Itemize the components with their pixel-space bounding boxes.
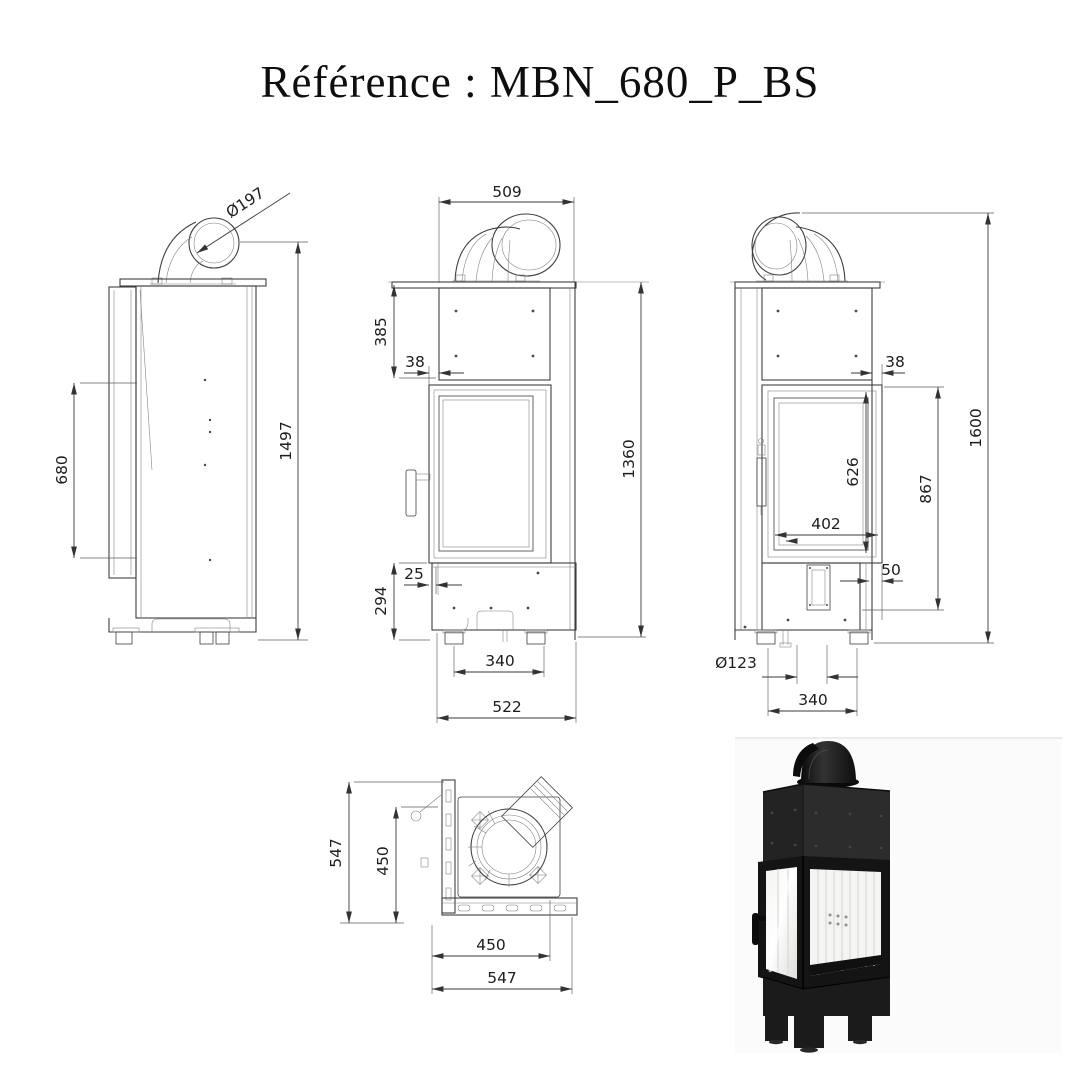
dim-label-1497: 1497 <box>277 421 295 460</box>
dim-label-450-left: 450 <box>374 846 392 876</box>
dim-rear-side-offset: 50 <box>840 561 903 620</box>
dim-label-1600: 1600 <box>967 408 985 447</box>
dim-rear-frame-offset: 38 <box>851 353 905 385</box>
dim-front-base-depth: 522 <box>436 633 577 723</box>
dim-rear-total-height: 1600 <box>802 212 994 644</box>
dim-front-top-depth: 509 <box>438 183 575 283</box>
dim-label-flue-diameter: Ø197 <box>223 184 268 222</box>
dim-label-38-front: 38 <box>405 353 425 371</box>
dim-label-450-bottom: 450 <box>476 936 506 954</box>
dim-label-547-left: 547 <box>327 838 345 868</box>
dim-label-509: 509 <box>492 183 522 201</box>
dim-rear-intake-diameter: Ø123 <box>715 645 858 684</box>
top-view-drawing: 547 450 450 547 <box>327 776 578 994</box>
dim-rear-glass-width: 402 <box>775 515 878 544</box>
dim-front-body-height: 1360 <box>578 282 646 638</box>
dim-label-25: 25 <box>404 565 424 583</box>
dim-front-base-offset: 25 <box>404 565 462 594</box>
dim-label-d123: Ø123 <box>715 654 757 672</box>
page-title: Référence : MBN_680_P_BS <box>260 57 820 107</box>
dim-label-680: 680 <box>53 455 71 485</box>
dim-label-50: 50 <box>881 561 901 579</box>
dim-front-base-height: 294 <box>372 562 430 641</box>
dim-label-867: 867 <box>917 474 935 504</box>
dim-top-outer-width: 547 <box>432 917 573 994</box>
dim-label-294: 294 <box>372 586 390 616</box>
dim-top-outer-depth: 547 <box>327 781 444 924</box>
dim-top-inner-depth: 450 <box>374 806 438 923</box>
product-photo <box>735 737 1062 1053</box>
dim-label-38-rear: 38 <box>885 353 905 371</box>
dim-label-547-bottom: 547 <box>487 969 517 987</box>
dim-side-glass-height: 680 <box>53 382 137 559</box>
dim-label-385: 385 <box>372 317 390 347</box>
dim-front-feet-spacing: 340 <box>453 646 545 677</box>
dim-side-total-height: 1497 <box>240 241 308 641</box>
rear-view-drawing: 38 1600 867 626 <box>715 212 994 716</box>
dim-rear-front-height: 867 <box>862 386 944 611</box>
dim-label-402: 402 <box>811 515 841 533</box>
dim-label-626: 626 <box>844 457 862 487</box>
dim-label-1360: 1360 <box>620 439 638 478</box>
dim-label-340-rear: 340 <box>798 691 828 709</box>
dim-rear-glass-height: 626 <box>844 392 869 553</box>
dim-label-340-front: 340 <box>485 652 515 670</box>
dim-top-inner-width: 450 <box>431 900 551 994</box>
side-view-drawing: Ø197 1497 680 <box>53 184 308 645</box>
dim-front-hood-height: 385 <box>372 285 436 379</box>
dim-label-522: 522 <box>492 698 522 716</box>
dim-rear-feet-spacing: 340 <box>767 648 858 716</box>
dim-front-frame-offset: 38 <box>404 353 464 385</box>
front-view-drawing: 509 385 38 1360 <box>372 183 649 723</box>
